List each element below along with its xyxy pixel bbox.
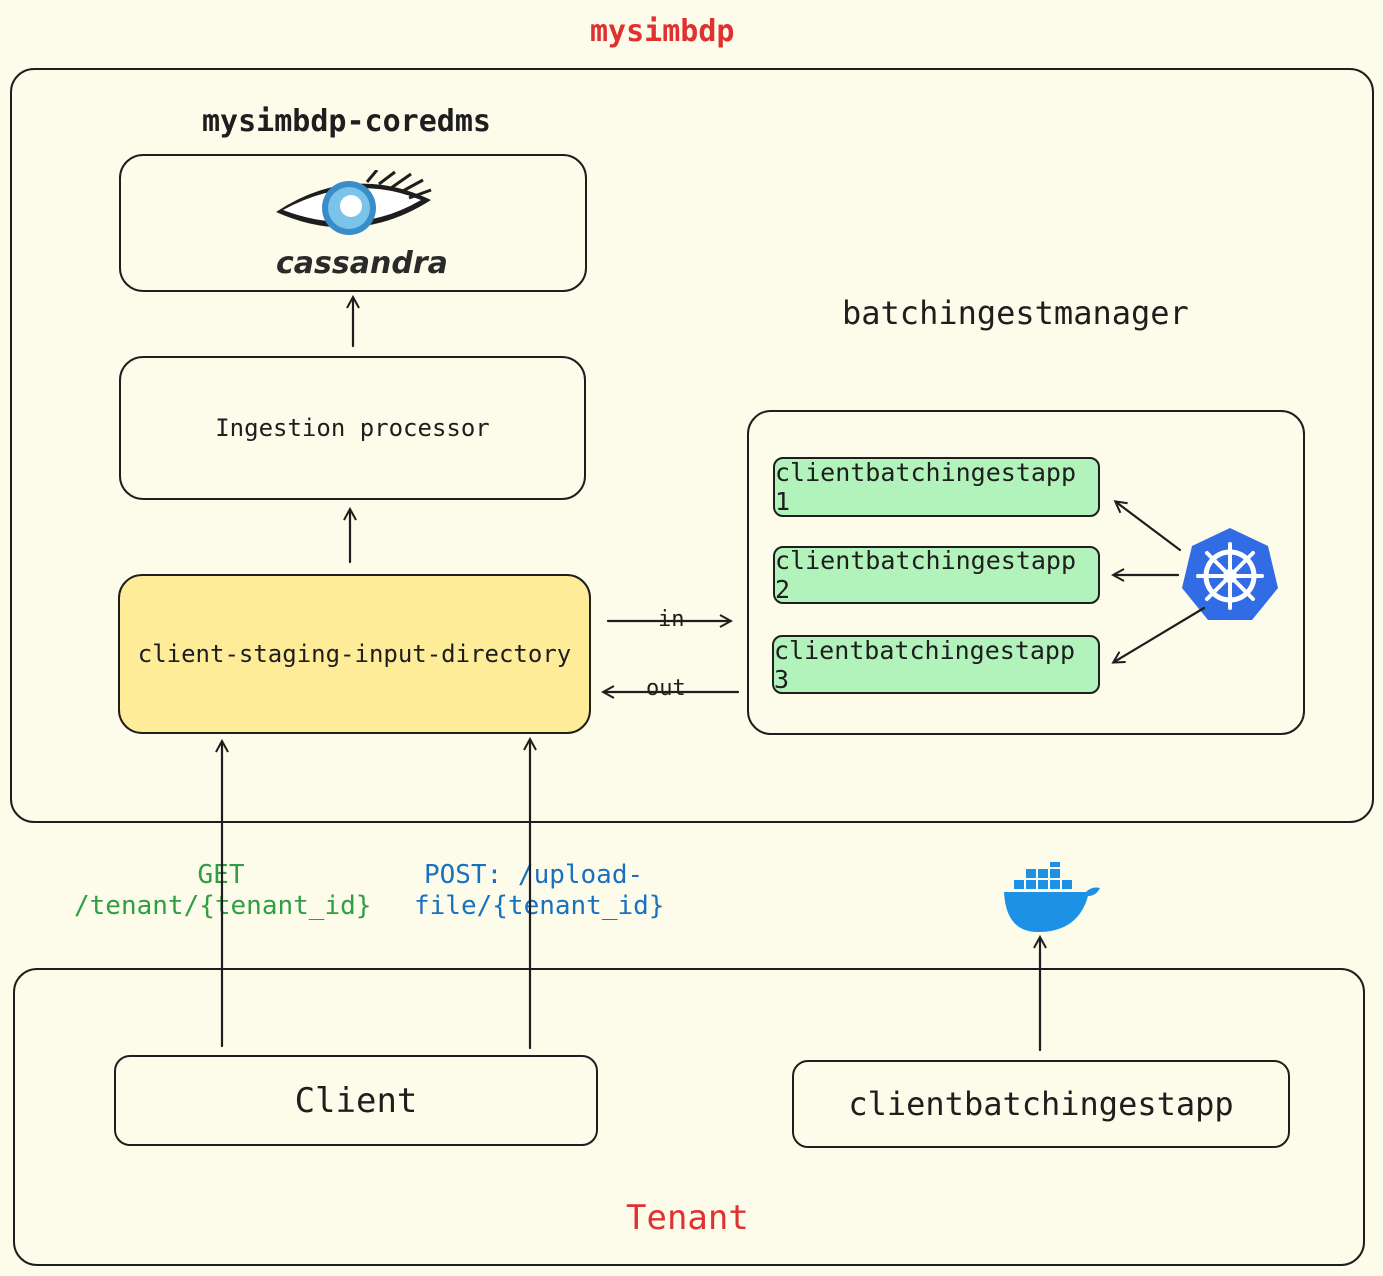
batchingestmanager-label: batchingestmanager <box>842 294 1189 332</box>
tenant-label: Tenant <box>626 1198 749 1238</box>
kubernetes-helm-icon <box>1180 526 1280 622</box>
clientbatchingestapp-2-label: clientbatchingestapp 2 <box>775 546 1077 604</box>
clientbatchingestapp-1-label: clientbatchingestapp 1 <box>775 458 1077 516</box>
client-box: Client <box>114 1055 598 1146</box>
cassandra-box: cassandra <box>119 154 587 292</box>
ingestion-processor-label: Ingestion processor <box>215 414 490 442</box>
client-label: Client <box>294 1080 418 1121</box>
get-path-text: /tenant/{tenant_id} <box>74 891 372 922</box>
tenant-container <box>13 968 1365 1266</box>
ingestion-processor-box: Ingestion processor <box>119 356 586 500</box>
tenant-app-label: clientbatchingestapp <box>848 1085 1234 1123</box>
in-label: in <box>658 607 685 634</box>
staging-directory-label: client-staging-input-directory <box>137 640 572 668</box>
tenant-app-box: clientbatchingestapp <box>792 1060 1290 1148</box>
staging-directory-box: client-staging-input-directory <box>118 574 591 734</box>
cassandra-eye-icon <box>271 169 436 240</box>
batchingestmanager-box <box>747 410 1305 735</box>
cassandra-logo-text: cassandra <box>276 246 448 281</box>
get-endpoint-label: GET /tenant/{tenant_id} <box>74 860 372 923</box>
clientbatchingestapp-1: clientbatchingestapp 1 <box>773 457 1100 517</box>
post-path-text: file/{tenant_id} <box>414 891 665 922</box>
diagram-title: mysimbdp <box>590 14 735 49</box>
docker-whale-icon <box>1002 858 1106 934</box>
get-method-text: GET <box>197 860 245 890</box>
coredms-label: mysimbdp-coredms <box>202 104 491 139</box>
clientbatchingestapp-3-label: clientbatchingestapp 3 <box>774 635 1076 694</box>
clientbatchingestapp-3: clientbatchingestapp 3 <box>772 635 1100 694</box>
out-label: out <box>646 676 686 703</box>
mysimbdp-container <box>10 68 1374 823</box>
post-method-text: POST: /upload- <box>424 860 644 890</box>
clientbatchingestapp-2: clientbatchingestapp 2 <box>773 546 1100 604</box>
post-endpoint-label: POST: /upload- file/{tenant_id} <box>414 860 665 923</box>
